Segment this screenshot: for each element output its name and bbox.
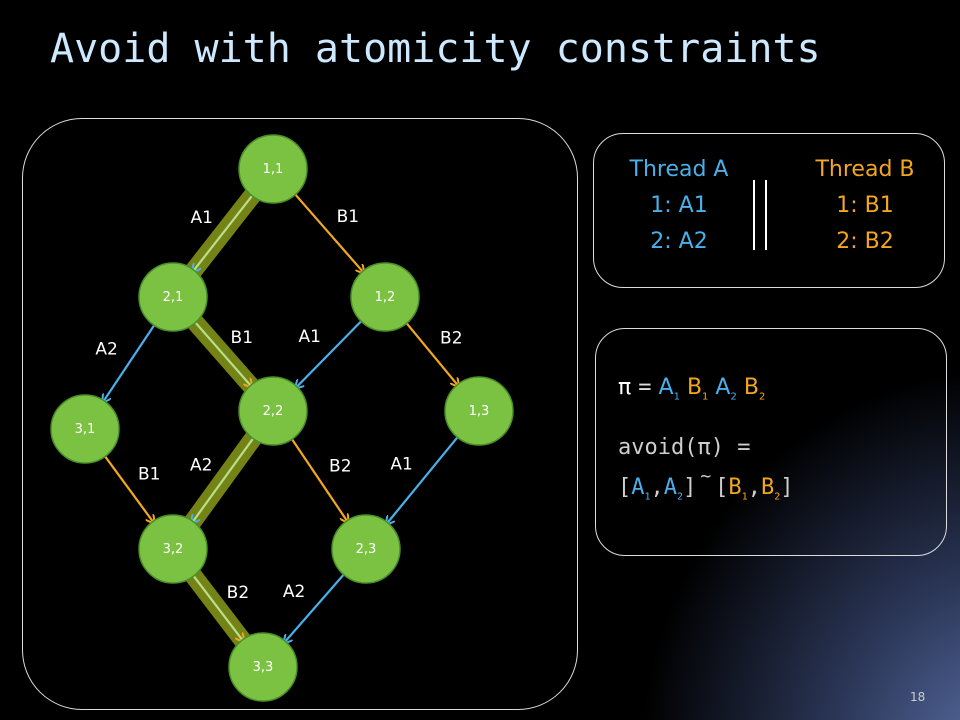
set-a-item-1: A1 xyxy=(631,475,651,503)
state-node-circle xyxy=(444,376,514,446)
state-node-circle xyxy=(138,514,208,584)
set-b-item-2: B2 xyxy=(760,475,781,503)
edge-n23-n33 xyxy=(284,570,348,643)
edge-label-7: A2 xyxy=(190,456,212,476)
thread-b-line-1: 1: B1 xyxy=(836,193,894,218)
pi-definition: π = A1 B1 A2 B2 xyxy=(618,375,765,402)
slide-title: Avoid with atomicity constraints xyxy=(50,26,821,72)
state-node-n32: 3,2 xyxy=(138,514,208,584)
thread-a-column: Thread A 1: A1 2: A2 xyxy=(604,152,754,260)
state-node-n33: 3,3 xyxy=(228,632,298,702)
edge-label-3: B1 xyxy=(231,328,253,348)
edge-n22-n32 xyxy=(192,434,257,523)
state-node-label: 3,2 xyxy=(163,542,184,557)
pi-term-3: A2 xyxy=(715,375,737,403)
state-node-label: 3,1 xyxy=(75,422,96,437)
edge-n32-n33 xyxy=(190,572,243,642)
avoid-result: [A1,A2]~[B1,B2] xyxy=(618,466,794,503)
state-node-n31: 3,1 xyxy=(50,394,120,464)
edge-label-11: A2 xyxy=(283,582,305,602)
state-node-circle xyxy=(331,514,401,584)
edge-n22-n23 xyxy=(288,435,348,523)
edge-n31-n32 xyxy=(101,452,154,523)
edge-n12-n22 xyxy=(295,317,365,388)
threads-panel: Thread A 1: A1 2: A2 Thread B 1: B1 2: B… xyxy=(593,133,945,288)
edge-n13-n23 xyxy=(386,433,461,524)
edge-label-5: B2 xyxy=(440,328,462,348)
formula-panel: π = A1 B1 A2 B2 avoid(π) = [A1,A2]~[B1,B… xyxy=(595,328,947,556)
thread-a-line-2: 2: A2 xyxy=(650,229,708,254)
state-node-circle xyxy=(350,262,420,332)
state-node-label: 3,3 xyxy=(253,660,274,675)
state-node-label: 2,3 xyxy=(356,542,377,557)
parallel-composition-symbol xyxy=(751,180,771,250)
state-node-n22: 2,2 xyxy=(238,376,308,446)
state-node-label: 1,2 xyxy=(375,290,396,305)
edge-label-1: B1 xyxy=(337,207,359,227)
edge-label-2: A2 xyxy=(95,340,117,360)
state-node-n21: 2,1 xyxy=(138,262,208,332)
state-node-circle xyxy=(50,394,120,464)
state-node-label: 2,1 xyxy=(163,290,184,305)
edge-label-6: B1 xyxy=(138,465,160,485)
pi-equals: = xyxy=(638,375,652,400)
edge-label-10: B2 xyxy=(227,583,249,603)
pi-symbol: π xyxy=(618,375,632,400)
edge-label-8: B2 xyxy=(329,456,351,476)
edge-label-4: A1 xyxy=(298,327,320,347)
thread-b-column: Thread B 1: B1 2: B2 xyxy=(790,152,940,260)
edge-n11-n12 xyxy=(291,190,364,273)
avoid-expression: avoid(π) = xyxy=(618,435,751,460)
pi-term-4: B2 xyxy=(743,375,766,403)
state-node-n13: 1,3 xyxy=(444,376,514,446)
state-node-circle xyxy=(138,262,208,332)
page-number: 18 xyxy=(910,690,926,704)
state-node-n11: 1,1 xyxy=(238,134,308,204)
state-node-label: 1,3 xyxy=(469,404,490,419)
edge-label-9: A1 xyxy=(390,455,412,475)
edge-label-0: A1 xyxy=(191,208,213,228)
set-a-item-2: A2 xyxy=(663,475,684,503)
pi-term-1: A1 xyxy=(658,375,680,403)
state-node-label: 1,1 xyxy=(263,162,284,177)
state-node-label: 2,2 xyxy=(263,404,284,419)
thread-a-line-1: 1: A1 xyxy=(650,193,708,218)
state-node-circle xyxy=(228,632,298,702)
tilde-symbol: ~ xyxy=(700,466,712,487)
edge-n21-n22 xyxy=(191,318,252,387)
state-node-n23: 2,3 xyxy=(331,514,401,584)
thread-b-line-2: 2: B2 xyxy=(836,229,894,254)
set-b-item-1: B1 xyxy=(728,475,748,503)
edge-n12-n13 xyxy=(403,319,459,386)
edge-n21-n31 xyxy=(103,321,158,402)
pi-term-2: B1 xyxy=(686,375,709,403)
thread-a-header: Thread A xyxy=(629,157,729,182)
state-node-n12: 1,2 xyxy=(350,262,420,332)
state-node-circle xyxy=(238,376,308,446)
thread-b-header: Thread B xyxy=(815,157,915,182)
state-node-circle xyxy=(238,134,308,204)
edge-n11-n21 xyxy=(193,191,256,272)
